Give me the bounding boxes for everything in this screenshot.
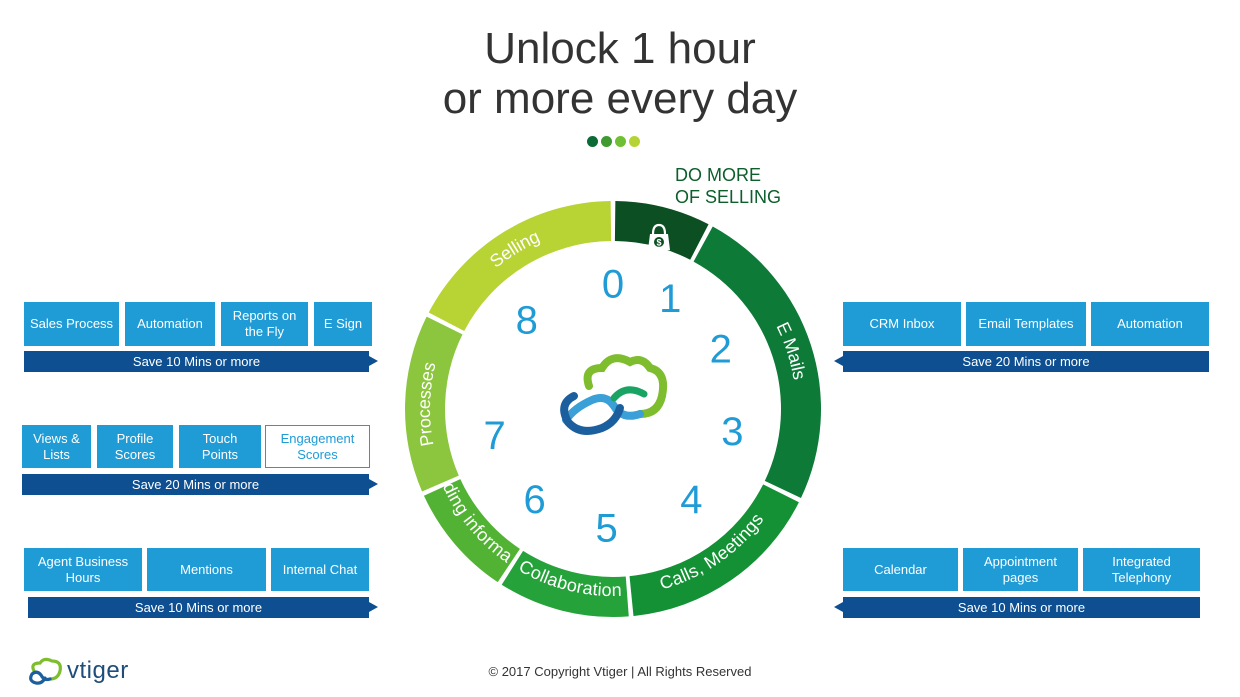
chip-label: Email Templates (978, 316, 1074, 331)
chip-label: Automation (1117, 316, 1183, 331)
title-line-1: Unlock 1 hour (484, 24, 756, 73)
wheel-segment-4 (423, 479, 520, 583)
save-bar-bottom-left: Save 10 Mins or more (28, 597, 369, 618)
wheel-number-2: 2 (710, 327, 732, 371)
chip-label: Integrated Telephony (1111, 553, 1172, 585)
arrow-right-icon (369, 356, 378, 366)
arrow-right-icon (369, 479, 378, 489)
chip-label: Reports on the Fly (232, 308, 297, 339)
wheel-segment-2 (629, 484, 799, 616)
title-decoration-dots (587, 136, 640, 147)
vtiger-cloud-logo-icon (560, 354, 668, 435)
tagline: DO MORE OF SELLING (675, 164, 781, 208)
svg-text:$: $ (656, 238, 661, 248)
save-label: Save 20 Mins or more (962, 354, 1090, 369)
chip-engagement-scores: Engagement Scores (265, 425, 370, 468)
chip-label: E Sign (323, 316, 363, 331)
tagline-line-1: DO MORE (675, 165, 762, 185)
vtiger-logo-icon (29, 657, 62, 685)
title-line-2: or more every day (442, 74, 798, 123)
chip-automation-right: Automation (1091, 302, 1209, 346)
chip-label: Views & Lists (33, 430, 80, 462)
chip-label: Agent Business Hours (37, 553, 129, 585)
wheel-number-3: 3 (721, 410, 743, 454)
chip-reports-on-the-fly: Reports on the Fly (221, 302, 308, 346)
money-bag-icon: $ (648, 223, 670, 250)
chip-calendar: Calendar (843, 548, 958, 591)
wheel-segments (405, 201, 821, 618)
wheel-number-0: 0 (602, 263, 624, 307)
chip-label: Engagement Scores (280, 430, 355, 462)
wheel-segment-1 (693, 226, 821, 499)
wheel-number-5: 5 (595, 506, 617, 550)
wheel-number-7: 7 (483, 414, 505, 458)
save-label: Save 10 Mins or more (134, 600, 263, 615)
page-title: Unlock 1 hour or more every day (0, 24, 1240, 124)
chip-agent-business-hours: Agent Business Hours (24, 548, 142, 591)
wheel-segment-0 (614, 201, 709, 260)
chip-label: Touch Points (201, 430, 239, 462)
save-bar-mid-left: Save 20 Mins or more (22, 474, 369, 495)
vtiger-logo-text: vtiger (67, 657, 129, 684)
save-label: Save 10 Mins or more (957, 600, 1086, 615)
save-bar-top-right: Save 20 Mins or more (843, 351, 1209, 372)
chip-label: Automation (137, 316, 203, 331)
chip-internal-chat: Internal Chat (271, 548, 369, 591)
wheel-segment-5 (405, 316, 463, 492)
chip-label: Sales Process (29, 316, 114, 331)
save-bar-top-left: Save 10 Mins or more (24, 351, 369, 372)
dot-4 (629, 136, 640, 147)
chip-label: Profile Scores (114, 430, 156, 462)
chip-label: Calendar (874, 561, 927, 577)
vtiger-logo: vtiger (28, 657, 129, 685)
chip-email-templates: Email Templates (966, 302, 1086, 346)
tagline-line-2: OF SELLING (675, 187, 782, 207)
dot-2 (601, 136, 612, 147)
chip-label: Internal Chat (282, 561, 358, 577)
chip-label: CRM Inbox (869, 316, 935, 331)
chip-label: Appointment pages (984, 553, 1057, 585)
save-label: Save 20 Mins or more (131, 477, 260, 492)
arrow-left-icon (834, 602, 843, 612)
arrow-right-icon (369, 602, 378, 612)
chip-profile-scores: Profile Scores (97, 425, 173, 468)
chip-integrated-telephony: Integrated Telephony (1083, 548, 1200, 591)
chip-views-lists: Views & Lists (22, 425, 91, 468)
wheel-number-1: 1 (659, 277, 681, 321)
wheel-segment-6 (428, 201, 612, 332)
wheel-segment-3 (501, 550, 629, 618)
arrow-left-icon (834, 356, 843, 366)
wheel-number-8: 8 (516, 298, 538, 342)
chip-sales-process: Sales Process (24, 302, 119, 346)
dot-1 (587, 136, 598, 147)
save-label: Save 10 Mins or more (132, 354, 261, 369)
chip-touch-points: Touch Points (179, 425, 261, 468)
chip-e-sign: E Sign (314, 302, 372, 346)
dot-3 (615, 136, 626, 147)
chip-crm-inbox: CRM Inbox (843, 302, 961, 346)
save-bar-bottom-right: Save 10 Mins or more (843, 597, 1200, 618)
wheel-number-4: 4 (680, 478, 702, 522)
chip-appointment-pages: Appointment pages (963, 548, 1078, 591)
copyright-footer: © 2017 Copyright Vtiger | All Rights Res… (488, 664, 752, 679)
wheel-number-6: 6 (523, 478, 545, 522)
chip-mentions: Mentions (147, 548, 266, 591)
chip-label: Mentions (180, 561, 233, 577)
chip-automation: Automation (125, 302, 215, 346)
